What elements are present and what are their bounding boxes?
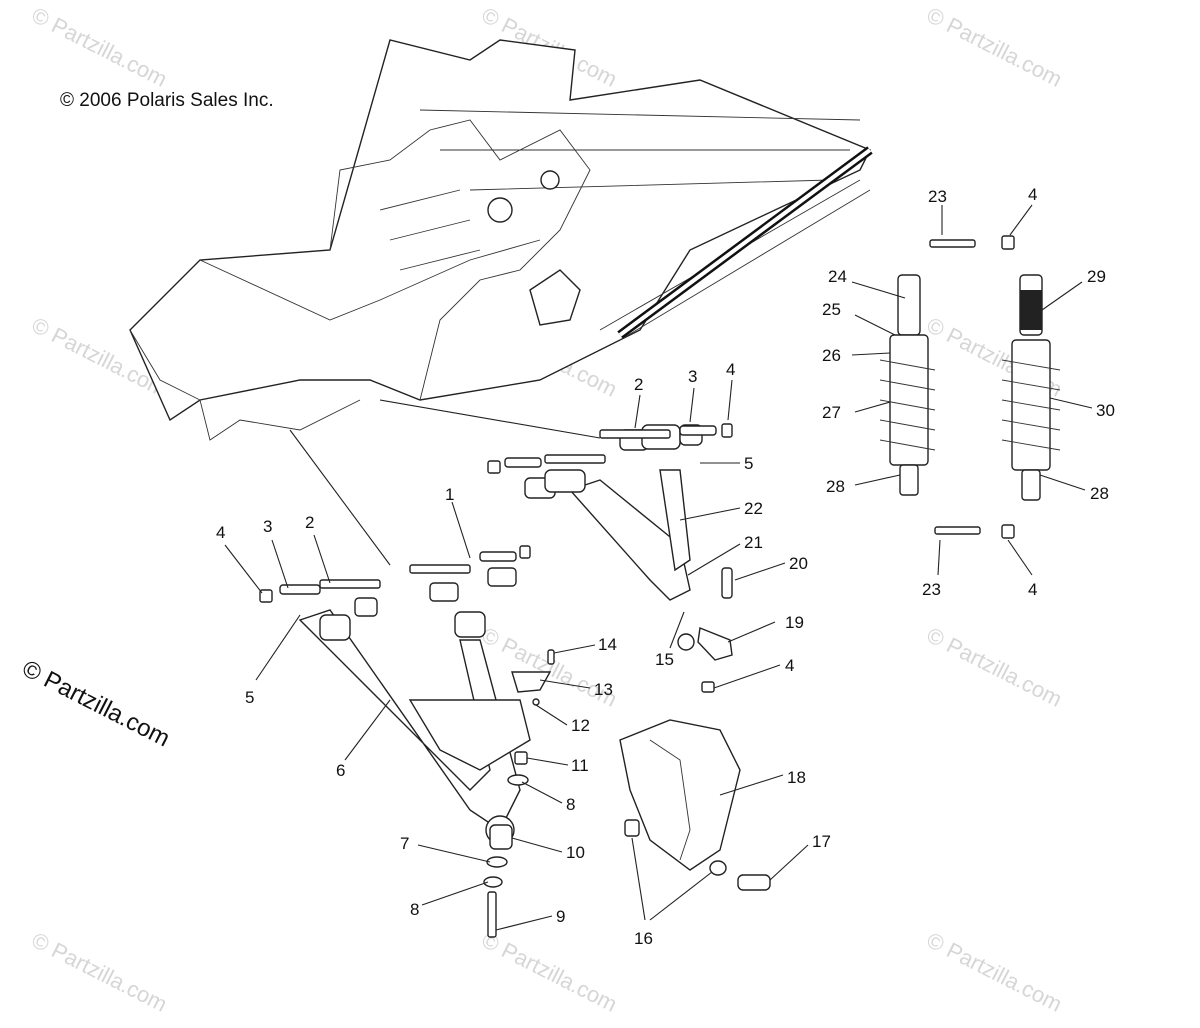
leader-lines [224,204,1093,931]
callout-label: 9 [556,907,565,926]
faint-watermark: © Partzilla.com [923,622,1066,712]
callout-label: 2 [634,375,643,394]
callout-label: 20 [789,554,808,573]
callout-label: 24 [828,267,847,286]
callout-label: 7 [400,834,409,853]
upper-a-arm [524,424,703,601]
callout-label: 25 [822,300,841,319]
callout-label: 2 [305,513,314,532]
callout-label: 8 [410,900,419,919]
shock-absorbers [879,274,1061,501]
callout-label: 3 [263,517,272,536]
callout-label: 4 [1028,580,1037,599]
callout-label: 15 [655,650,674,669]
copyright-notice: © 2006 Polaris Sales Inc. [60,90,274,111]
callout-label: 16 [634,929,653,948]
callout-label: 8 [566,795,575,814]
callout-label: 4 [1028,185,1037,204]
small-parts [259,235,1015,938]
callout-label: 12 [571,716,590,735]
callout-label: 4 [726,360,735,379]
spindle [619,719,741,871]
callout-label: 29 [1087,267,1106,286]
callout-label: 22 [744,499,763,518]
callout-label: 23 [928,187,947,206]
callout-label: 6 [336,761,345,780]
callout-label: 23 [922,580,941,599]
faint-watermark: © Partzilla.com [28,927,171,1017]
callout-label: 14 [598,635,617,654]
callout-label: 17 [812,832,831,851]
callout-label: 5 [245,688,254,707]
callout-label: 27 [822,403,841,422]
callout-label: 4 [216,523,225,542]
callout-label: 10 [566,843,585,862]
faint-watermark: © Partzilla.com [28,2,171,92]
callout-labels: 23 4 24 29 25 26 27 30 28 28 23 4 2 3 4 … [216,185,1115,948]
callout-label: 30 [1096,401,1115,420]
callout-label: 28 [1090,484,1109,503]
faint-watermark: © Partzilla.com [478,927,621,1017]
chassis-frame [129,39,873,441]
callout-label: 11 [571,756,589,775]
faint-watermark: © Partzilla.com [923,927,1066,1017]
faint-watermark: © Partzilla.com [923,2,1066,92]
callout-label: 28 [826,477,845,496]
callout-label: 1 [445,485,454,504]
callout-label: 4 [785,656,794,675]
callout-label: 5 [744,454,753,473]
callout-label: 21 [744,533,763,552]
callout-label: 3 [688,367,697,386]
callout-label: 26 [822,346,841,365]
callout-label: 18 [787,768,806,787]
callout-label: 19 [785,613,804,632]
callout-label: 13 [594,680,613,699]
